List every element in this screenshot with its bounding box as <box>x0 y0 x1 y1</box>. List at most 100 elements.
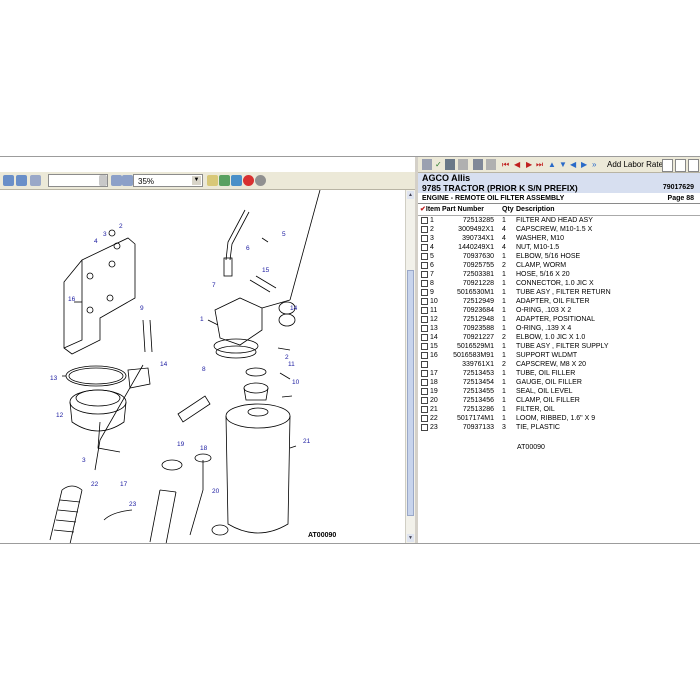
callout-17[interactable]: 17 <box>120 481 128 488</box>
part-number-cell[interactable]: 72513456 <box>462 397 494 404</box>
row-checkbox[interactable] <box>421 396 428 404</box>
part-number-cell[interactable]: 72513453 <box>462 370 494 377</box>
last-page-icon[interactable]: ⏭ <box>536 160 544 169</box>
column-header-qty[interactable]: Qty <box>498 205 516 216</box>
callout-6[interactable]: 6 <box>246 245 250 252</box>
column-header-item[interactable]: ✔Item <box>418 205 442 216</box>
callout-16[interactable]: 16 <box>68 296 76 303</box>
callout-20[interactable]: 20 <box>212 488 220 495</box>
part-number-cell[interactable]: 72513455 <box>462 388 494 395</box>
callout-14-right[interactable]: 14 <box>290 305 298 312</box>
window-icon[interactable] <box>662 159 673 172</box>
callout-5[interactable]: 5 <box>282 231 286 238</box>
callout-3[interactable]: 3 <box>103 231 107 238</box>
help-icon[interactable] <box>675 159 686 172</box>
zoom-in-icon[interactable] <box>3 175 14 186</box>
diagram-scrollbar[interactable]: ▲ ▼ <box>405 190 416 544</box>
part-number-cell[interactable]: 72513285 <box>462 217 494 224</box>
callout-1[interactable]: 1 <box>200 316 204 323</box>
edit-icon[interactable] <box>422 159 432 170</box>
callout-8[interactable]: 8 <box>202 366 206 373</box>
row-checkbox[interactable] <box>421 243 428 251</box>
stop-icon[interactable] <box>243 175 254 186</box>
part-number-cell[interactable]: 70923684 <box>462 307 494 314</box>
row-checkbox[interactable] <box>421 405 428 413</box>
cart-icon[interactable] <box>445 159 455 170</box>
callout-23[interactable]: 23 <box>129 501 137 508</box>
chevron-down-icon[interactable]: ▼ <box>192 176 201 185</box>
row-checkbox[interactable] <box>421 270 428 278</box>
callout-19[interactable]: 19 <box>177 441 185 448</box>
scroll-up-icon[interactable]: ▲ <box>407 191 414 199</box>
add-labor-rate-button[interactable]: Add Labor Rate <box>607 160 664 169</box>
fit-page-icon[interactable] <box>30 175 41 186</box>
callout-15[interactable]: 15 <box>262 267 270 274</box>
part-number-cell[interactable]: 72503381 <box>462 271 494 278</box>
part-number-cell[interactable]: 70923588 <box>462 325 494 332</box>
callout-3-lower[interactable]: 3 <box>82 457 86 464</box>
fit-height-icon[interactable] <box>122 175 133 186</box>
part-number-cell[interactable]: 390734X1 <box>462 235 494 242</box>
part-number-cell[interactable]: 70921228 <box>462 280 494 287</box>
column-header-part-number[interactable]: Part Number <box>442 205 498 216</box>
maximize-icon[interactable] <box>688 159 699 172</box>
callout-14-left[interactable]: 14 <box>160 361 168 368</box>
refresh-icon[interactable] <box>231 175 242 186</box>
zoom-out-icon[interactable] <box>16 175 27 186</box>
part-number-cell[interactable]: 5016529M1 <box>457 343 494 350</box>
print-icon[interactable] <box>207 175 218 186</box>
part-number-cell[interactable]: 70937630 <box>462 253 494 260</box>
row-checkbox[interactable] <box>421 378 428 386</box>
pane-splitter[interactable] <box>415 157 418 544</box>
row-checkbox[interactable] <box>421 234 428 242</box>
fit-width-icon[interactable] <box>111 175 122 186</box>
row-checkbox[interactable] <box>421 252 428 260</box>
up-arrow-icon[interactable]: ▲ <box>548 160 556 169</box>
row-checkbox[interactable] <box>421 333 428 341</box>
row-checkbox[interactable] <box>421 261 428 269</box>
forward-icon[interactable]: » <box>592 160 597 169</box>
zoom-select[interactable]: 35% ▼ <box>133 174 203 187</box>
row-checkbox[interactable] <box>421 342 428 350</box>
next-page-icon[interactable]: ▶ <box>526 160 533 169</box>
callout-4[interactable]: 4 <box>94 238 98 245</box>
part-number-cell[interactable]: 5017174M1 <box>457 415 494 422</box>
right-arrow-icon[interactable]: ▶ <box>581 160 588 169</box>
callout-12[interactable]: 12 <box>56 412 64 419</box>
row-checkbox[interactable] <box>421 306 428 314</box>
callout-11[interactable]: 11 <box>288 361 295 368</box>
part-number-cell[interactable]: 1440249X1 <box>458 244 494 251</box>
callout-7[interactable]: 7 <box>212 282 216 289</box>
row-checkbox[interactable] <box>421 387 428 395</box>
part-number-cell[interactable]: 72512948 <box>462 316 494 323</box>
redo-icon[interactable] <box>486 159 496 170</box>
row-checkbox[interactable] <box>421 297 428 305</box>
row-checkbox[interactable] <box>421 216 428 224</box>
prev-page-icon[interactable]: ◀ <box>514 160 521 169</box>
part-number-cell[interactable]: 72513454 <box>462 379 494 386</box>
part-number-cell[interactable]: 70925755 <box>462 262 494 269</box>
scroll-down-icon[interactable]: ▼ <box>407 534 414 542</box>
part-number-cell[interactable]: 5016530M1 <box>457 289 494 296</box>
part-number-cell[interactable]: 339761X1 <box>462 361 494 368</box>
row-checkbox[interactable] <box>421 315 428 323</box>
column-header-description[interactable]: Description <box>516 205 700 216</box>
scroll-thumb[interactable] <box>407 270 414 516</box>
hand-icon[interactable] <box>473 159 483 170</box>
row-checkbox[interactable] <box>421 423 428 431</box>
